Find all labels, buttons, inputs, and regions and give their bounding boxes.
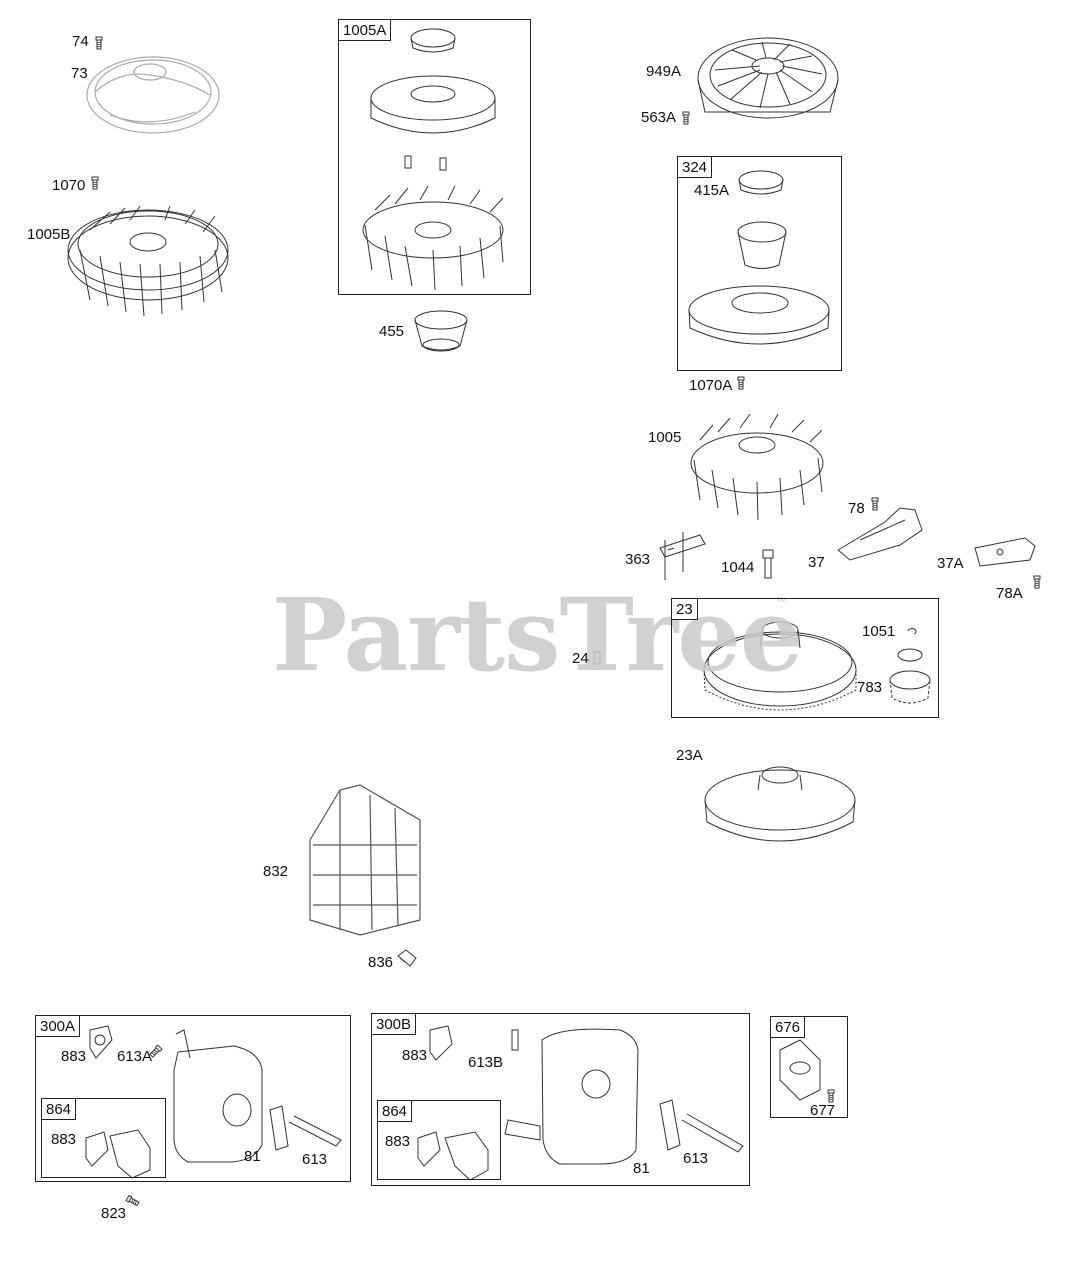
group-box-23: 23 [671,598,939,718]
part-37-baffle [837,507,923,561]
label-37A: 37A [937,555,964,572]
label-883-a: 883 [61,1048,87,1065]
part-74-screw [95,36,103,50]
label-563A: 563A [641,109,677,126]
label-81-b: 81 [633,1160,650,1177]
watermark: PartsTree [272,576,804,694]
label-883-d: 883 [385,1133,411,1150]
part-300B-muffler [417,1025,744,1181]
label-613B: 613B [468,1054,504,1071]
label-949A: 949A [646,63,682,80]
group-tag-23: 23 [672,599,698,620]
group-tag-1005A: 1005A [339,20,392,41]
label-81-a: 81 [244,1148,261,1165]
part-1070-screw [91,176,99,190]
group-box-864-b: 864 [377,1100,501,1180]
label-1070: 1070 [52,177,86,194]
part-823-screw [125,1194,140,1208]
label-883-b: 883 [51,1131,77,1148]
label-23A: 23A [676,747,703,764]
part-455-cup [414,310,468,352]
group-box-864-a: 864 [41,1098,166,1178]
label-74: 74 [72,33,89,50]
part-23-flywheel [703,621,931,711]
part-563A-screw [682,111,690,125]
part-73-screen [86,56,220,134]
label-832: 832 [263,863,289,880]
label-823: 823 [101,1205,127,1222]
label-836: 836 [368,954,394,971]
group-tag-864-a: 864 [42,1099,77,1120]
group-box-324: 324 [677,156,842,371]
group-tag-300A: 300A [36,1016,81,1037]
watermark-trademark: ™ [776,596,787,608]
part-23A-flywheel [704,766,856,842]
part-1005B-fan [67,205,229,317]
group-tag-324: 324 [678,157,713,178]
part-1044-bolt [762,549,774,579]
label-1070A: 1070A [689,377,733,394]
label-1005: 1005 [648,429,682,446]
part-832-guard [309,784,421,936]
label-883-c: 883 [402,1047,428,1064]
label-73: 73 [71,65,88,82]
part-78-screw [871,497,879,511]
label-783: 783 [857,679,883,696]
label-37: 37 [808,554,825,571]
label-1044: 1044 [721,559,755,576]
label-1051: 1051 [862,623,896,640]
part-1070A-screw [737,376,745,390]
label-78: 78 [848,500,865,517]
label-415A: 415A [694,182,730,199]
label-24: 24 [572,650,589,667]
group-box-676: 676 [770,1016,848,1118]
label-613-b: 613 [683,1150,709,1167]
label-1005B: 1005B [27,226,71,243]
part-78A-screw [1033,575,1041,589]
part-676-breather [779,1039,821,1101]
group-tag-864-b: 864 [378,1101,413,1122]
label-613A: 613A [117,1048,153,1065]
part-836-bolt [397,949,417,967]
label-363: 363 [625,551,651,568]
part-1005-fan [690,413,824,521]
part-1005A-assembly [362,28,504,291]
group-tag-300B: 300B [372,1014,417,1035]
label-677: 677 [810,1102,836,1119]
label-78A: 78A [996,585,1023,602]
group-box-300A: 300A [35,1015,351,1182]
part-24-key [593,651,601,665]
group-box-1005A: 1005A [338,19,531,295]
group-box-300B: 300B [371,1013,750,1186]
label-613-a: 613 [302,1151,328,1168]
part-324-assembly [688,170,830,345]
part-363-bracket [659,532,706,580]
part-949A-grille [697,37,839,119]
part-300A-muffler [85,1025,342,1179]
part-37A-plate [974,537,1036,567]
label-455: 455 [379,323,405,340]
group-tag-676: 676 [771,1017,806,1038]
